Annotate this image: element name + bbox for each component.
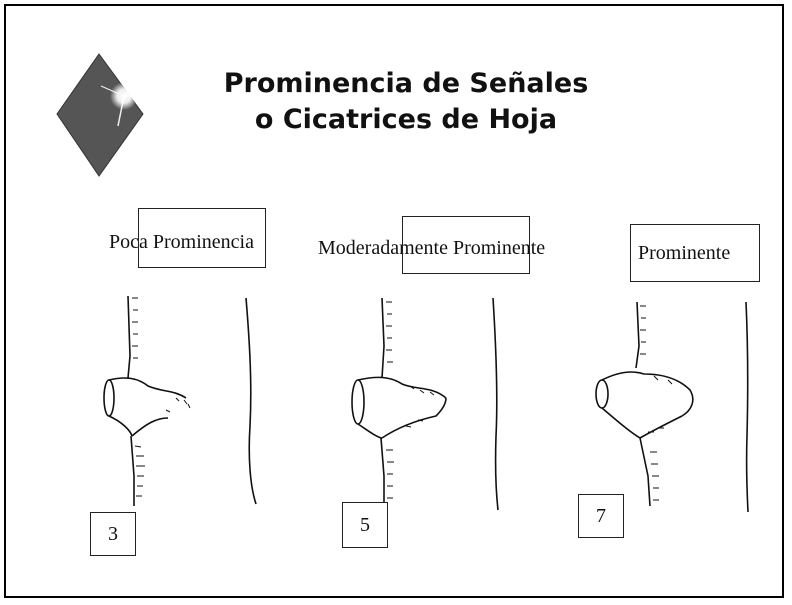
panel-label-moderate: Moderadamente Prominente xyxy=(318,237,546,259)
score-box-moderate: 5 xyxy=(342,502,388,548)
score-box-low: 3 xyxy=(90,512,136,556)
twig-drawing-high xyxy=(595,301,749,513)
label-frame-high xyxy=(630,224,760,282)
score-box-high: 7 xyxy=(578,494,624,538)
label-frame-moderate xyxy=(402,216,530,274)
illustration-layer xyxy=(56,53,749,513)
slide: Prominencia de Señales o Cicatrices de H… xyxy=(4,4,784,598)
twig-drawing-moderate xyxy=(351,297,499,511)
diamond-sparkle-icon xyxy=(56,53,167,177)
label-frame-low xyxy=(138,208,266,268)
panel-label-high: Prominente xyxy=(638,242,731,264)
title-line-2: o Cicatrices de Hoja xyxy=(254,104,558,135)
title-line-1: Prominencia de Señales xyxy=(223,68,589,99)
twig-drawing-low xyxy=(103,295,257,506)
panel-label-low: Poca Prominencia xyxy=(109,231,254,253)
page-title: Prominencia de Señales o Cicatrices de H… xyxy=(186,66,626,138)
